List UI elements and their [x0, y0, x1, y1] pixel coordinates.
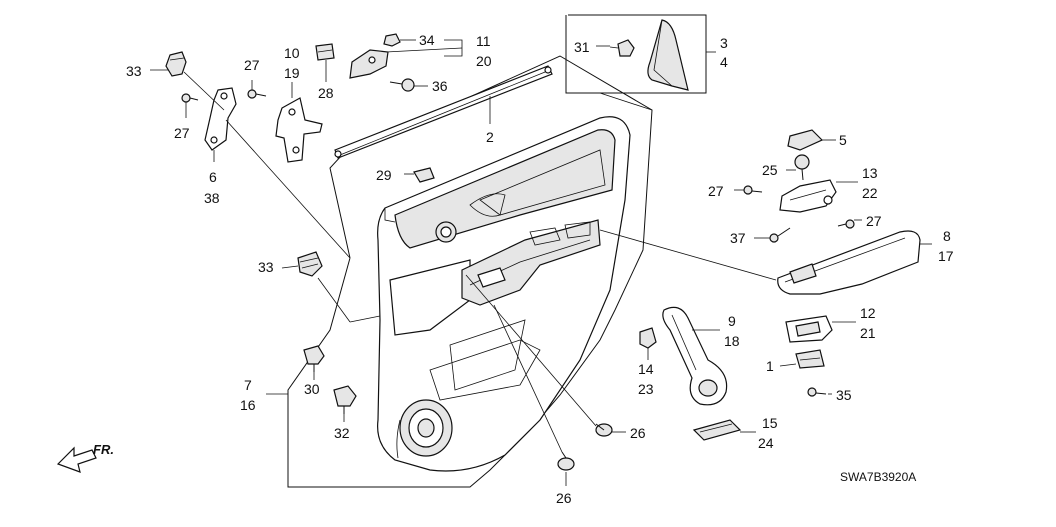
label-9: 9: [728, 313, 736, 329]
bracket-part-6: [204, 87, 237, 151]
bracket-part-10: [275, 97, 323, 163]
screw-part-35: [807, 387, 827, 397]
label-3: 3: [720, 35, 728, 51]
label-29: 29: [376, 167, 392, 183]
label-19: 19: [284, 65, 300, 81]
clip-part-28: [315, 43, 335, 61]
diagram-code: SWA7B3920A: [840, 470, 916, 484]
label-5: 5: [839, 132, 847, 148]
front-direction-arrow-icon: FR.: [56, 442, 114, 473]
label-28: 28: [318, 85, 334, 101]
fastener-part-33-mid: [297, 251, 323, 277]
label-31: 31: [574, 39, 590, 55]
bracket-part-11: [349, 49, 389, 79]
switch-bracket: [461, 219, 601, 306]
group-outline-garnish: [565, 14, 707, 111]
label-6: 6: [209, 169, 217, 185]
bracket-part-13: [779, 179, 837, 213]
screw-part-27-left: [181, 93, 199, 103]
clip-part-29: [413, 167, 435, 183]
label-2: 2: [486, 129, 494, 145]
label-27-right-b: 27: [866, 213, 882, 229]
label-33-top: 33: [126, 63, 142, 79]
label-27-left: 27: [174, 125, 190, 141]
bracket-part-1: [795, 349, 825, 369]
label-34: 34: [419, 32, 435, 48]
label-35: 35: [836, 387, 852, 403]
label-27-center: 27: [244, 57, 260, 73]
leader-lines: [150, 39, 932, 486]
clip-part-26-center: [595, 423, 613, 437]
armrest-panel-part-8: [777, 230, 921, 295]
label-14: 14: [638, 361, 654, 377]
garnish-part-3: [647, 19, 689, 91]
label-21: 21: [860, 325, 876, 341]
direction-label: FR.: [93, 442, 114, 457]
label-38: 38: [204, 190, 220, 206]
label-18: 18: [724, 333, 740, 349]
clip-part-26-bottom: [557, 451, 575, 471]
screw-part-25: [794, 154, 810, 181]
label-37: 37: [730, 230, 746, 246]
label-8: 8: [943, 228, 951, 244]
label-24: 24: [758, 435, 774, 451]
label-1: 1: [766, 358, 774, 374]
cap-part-5: [787, 129, 824, 151]
label-20: 20: [476, 53, 492, 69]
label-12: 12: [860, 305, 876, 321]
screw-part-27-right-a: [743, 185, 763, 195]
label-33-mid: 33: [258, 259, 274, 275]
label-27-right-a: 27: [708, 183, 724, 199]
clip-part-32: [333, 385, 357, 414]
clip-part-14: [639, 327, 657, 349]
label-23: 23: [638, 381, 654, 397]
label-10: 10: [284, 45, 300, 61]
label-13: 13: [862, 165, 878, 181]
cover-part-15: [692, 419, 742, 441]
label-7: 7: [244, 377, 252, 393]
switch-part-12: [785, 315, 833, 343]
clip-part-31: [609, 39, 635, 57]
label-32: 32: [334, 425, 350, 441]
label-22: 22: [862, 185, 878, 201]
screw-part-27-right-b: [837, 219, 855, 229]
label-30: 30: [304, 381, 320, 397]
label-36: 36: [432, 78, 448, 94]
label-26-center: 26: [630, 425, 646, 441]
screw-part-27-center: [247, 89, 267, 99]
label-26-bottom: 26: [556, 490, 572, 506]
label-15: 15: [762, 415, 778, 431]
label-25: 25: [762, 162, 778, 178]
screw-part-36: [389, 78, 415, 92]
handle-part-9: [662, 306, 728, 406]
part-number-labels: 33 27 6 38 27 10 19 28 34 11 20 36 31 3 …: [126, 32, 954, 506]
label-4: 4: [720, 54, 728, 70]
clip-part-34: [383, 33, 401, 47]
label-16: 16: [240, 397, 256, 413]
label-11: 11: [476, 33, 491, 49]
weatherstrip-part-2: [334, 65, 553, 159]
clip-part-30: [303, 345, 325, 372]
screw-part-37: [769, 227, 791, 243]
label-17: 17: [938, 248, 954, 264]
fastener-part-33-top: [165, 51, 187, 77]
